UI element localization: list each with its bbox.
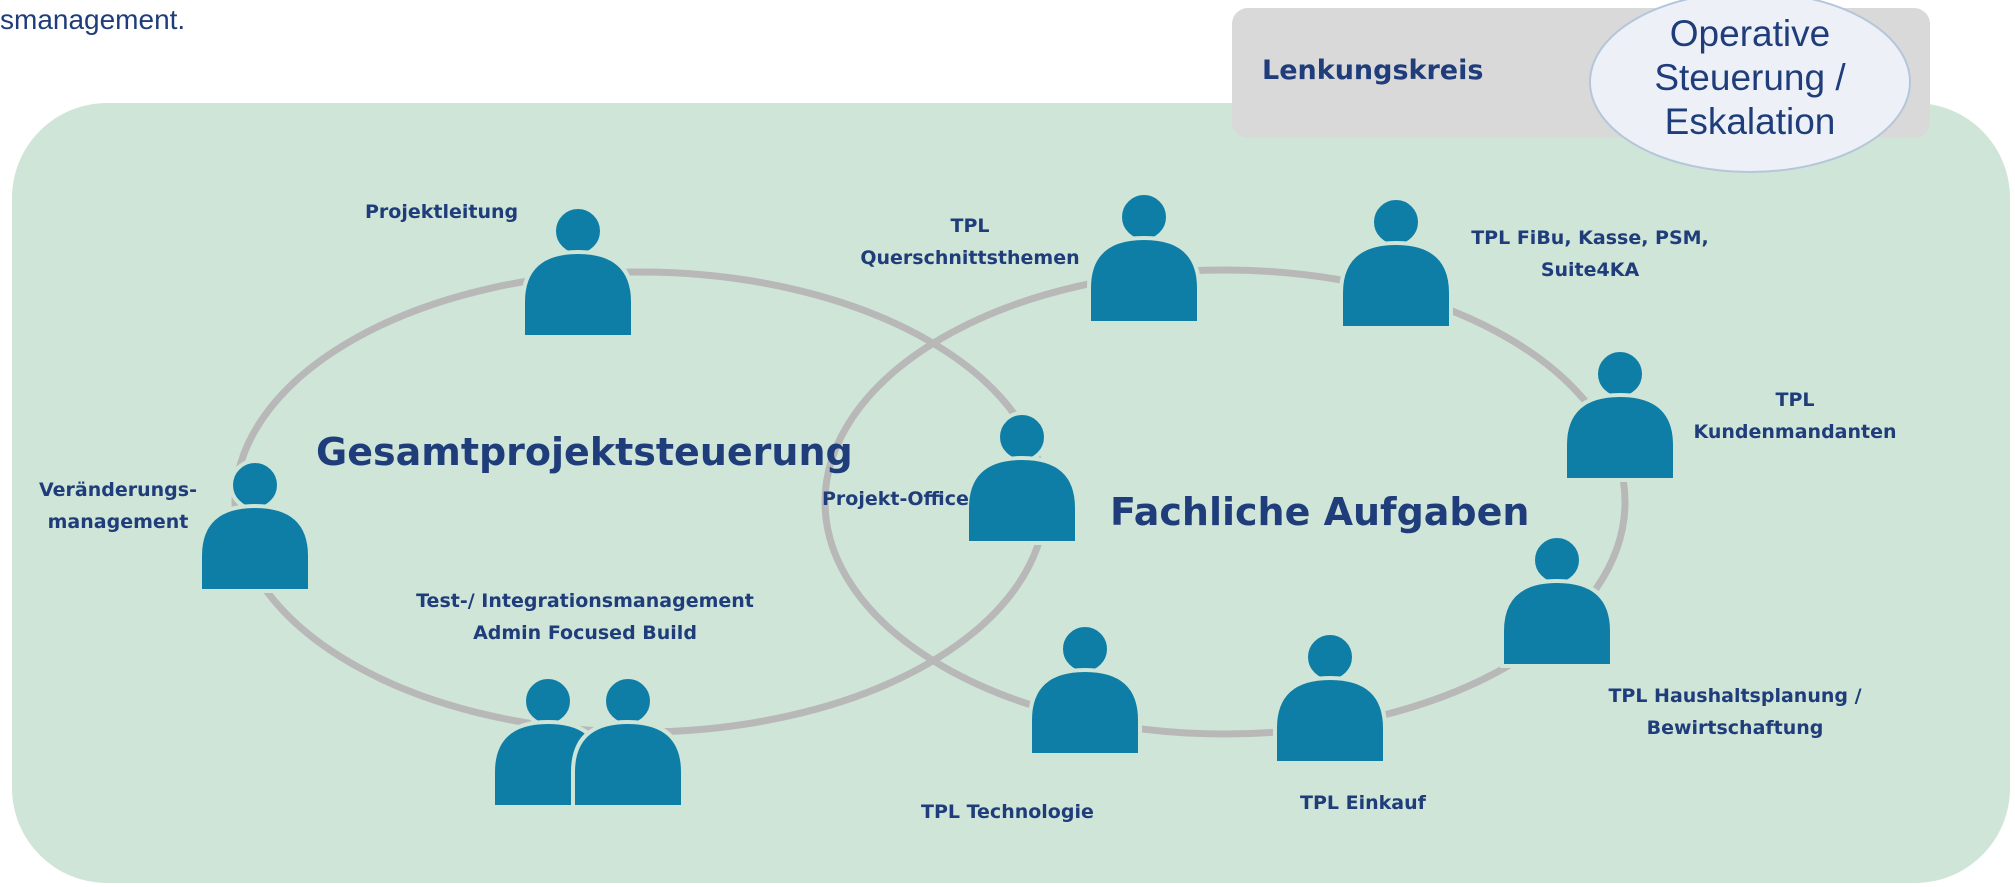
label-kunden-line-2: Kundenmandanten xyxy=(1693,421,1897,443)
group-heading-right: Fachliche Aufgaben xyxy=(1110,490,1530,534)
label-fibu-line-1: TPL FiBu, Kasse, PSM, xyxy=(1471,227,1709,249)
label-haushalt-line-1: TPL Haushaltsplanung / xyxy=(1608,685,1862,707)
steering-bubble-line-1: Operative xyxy=(1669,13,1831,54)
label-querschnittsthemen: TPL Querschnittsthemen xyxy=(855,210,1085,274)
label-kundenmandanten: TPL Kundenmandanten xyxy=(1690,384,1900,448)
person-icon-querschnittsthemen xyxy=(1087,191,1201,325)
label-projektleitung: Projektleitung xyxy=(365,201,519,223)
label-fibu-line-2: Suite4KA xyxy=(1540,259,1640,281)
label-kunden-line-1: TPL xyxy=(1775,389,1815,411)
person-icon-fibu xyxy=(1339,196,1453,330)
person-icon-projekt-office xyxy=(965,411,1079,545)
label-querschnitt-line-1: TPL xyxy=(950,215,990,237)
label-projekt-office: Projekt-Office xyxy=(822,488,969,510)
person-icon-projektleitung xyxy=(521,205,635,339)
group-heading-left: Gesamtprojektsteuerung xyxy=(316,430,853,474)
person-icon-einkauf xyxy=(1273,631,1387,765)
label-haushalt-line-2: Bewirtschaftung xyxy=(1646,717,1824,739)
label-technologie: TPL Technologie xyxy=(921,801,1094,823)
person-icon-haushaltsplanung xyxy=(1500,534,1614,668)
label-fibu: TPL FiBu, Kasse, PSM, Suite4KA xyxy=(1465,222,1715,286)
label-veraenderungsmanagement: Veränderungs- management xyxy=(38,474,198,538)
ring-fachliche-aufgaben xyxy=(821,266,1629,738)
steering-bubble-text: Operative Steuerung / Eskalation xyxy=(1620,12,1880,144)
label-haushaltsplanung: TPL Haushaltsplanung / Bewirtschaftung xyxy=(1600,680,1870,744)
person-icon-test-b xyxy=(571,675,685,809)
label-test-integration: Test-/ Integrationsmanagement Admin Focu… xyxy=(400,585,770,649)
label-einkauf: TPL Einkauf xyxy=(1300,792,1426,814)
label-veraenderung-line-1: Veränderungs- xyxy=(39,479,197,501)
label-test-line-1: Test-/ Integrationsmanagement xyxy=(416,590,754,612)
steering-bubble xyxy=(1589,0,1911,173)
steering-bubble-line-3: Eskalation xyxy=(1664,101,1836,142)
label-querschnitt-line-2: Querschnittsthemen xyxy=(860,247,1080,269)
person-icon-kundenmandanten xyxy=(1563,348,1677,482)
label-test-line-2: Admin Focused Build xyxy=(473,622,697,644)
lenkungskreis-label: Lenkungskreis xyxy=(1262,55,1484,86)
person-icon-veraenderungsmanagement xyxy=(198,459,312,593)
steering-bubble-line-2: Steuerung / xyxy=(1654,57,1846,98)
label-veraenderung-line-2: management xyxy=(47,511,189,533)
intro-text: smanagement. xyxy=(0,4,186,35)
person-icon-technologie xyxy=(1028,623,1142,757)
